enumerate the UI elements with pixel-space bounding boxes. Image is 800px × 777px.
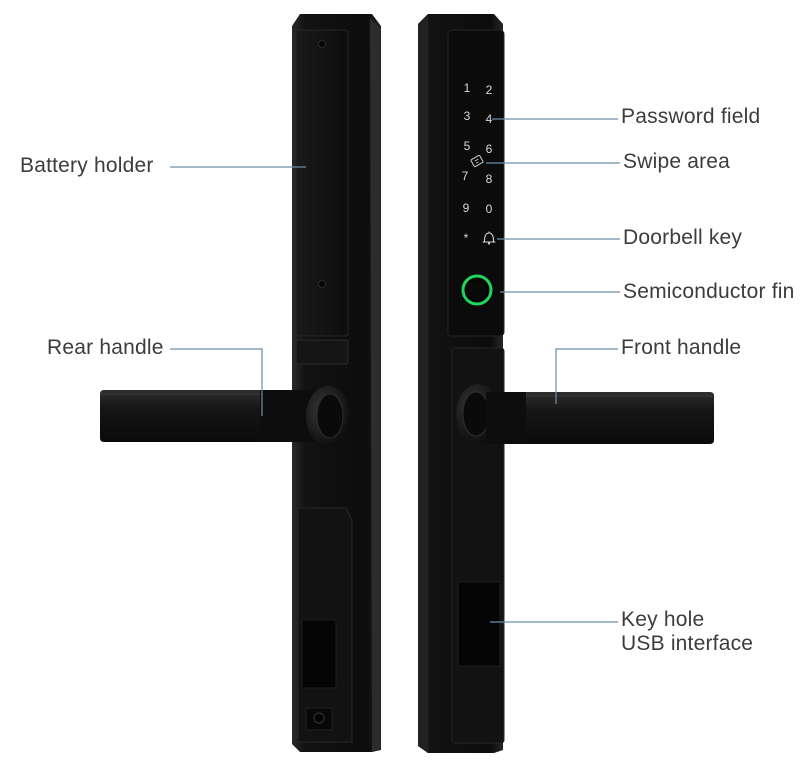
label-usb-interface: USB interface (621, 632, 754, 655)
keypad-key-8: 8 (486, 172, 493, 186)
fingerprint-sensor (461, 274, 493, 306)
keypad-key-9: 9 (463, 201, 470, 215)
keypad-key-4: 4 (486, 112, 493, 126)
keypad-panel (447, 29, 505, 337)
rear-lock-body (292, 14, 381, 752)
keypad-key-1: 1 (464, 81, 471, 95)
label-doorbell-key: Doorbell key (623, 226, 743, 249)
battery-cover (295, 29, 349, 337)
keypad-key-star: * (464, 231, 469, 245)
leader-lines (170, 118, 620, 623)
label-front-handle: Front handle (621, 336, 742, 359)
front-lock-body (418, 14, 505, 753)
bell-icon (482, 231, 496, 245)
leader-front-handle (555, 348, 618, 404)
screw-icon (318, 280, 326, 288)
keypad-key-0: 0 (486, 202, 493, 216)
keypad-key-7: 7 (462, 169, 469, 183)
keypad-key-6: 6 (486, 142, 493, 156)
label-battery-holder: Battery holder (20, 154, 154, 177)
screw-icon (318, 40, 326, 48)
leader-rear-handle (170, 348, 263, 416)
label-password-field: Password field (621, 105, 761, 128)
label-rear-handle: Rear handle (47, 336, 164, 359)
keypad-key-5: 5 (464, 139, 471, 153)
keypad-key-2: 2 (486, 83, 493, 97)
front-handle (456, 384, 714, 444)
rear-slot (301, 619, 337, 689)
keypad: 1 2 3 4 5 6 7 8 9 0 * (462, 81, 493, 245)
rear-keyhole-icon (313, 712, 325, 724)
label-key-hole: Key hole (621, 608, 705, 631)
keypad-key-3: 3 (464, 109, 471, 123)
card-icon (470, 154, 484, 168)
key-hole-usb-cover (457, 581, 501, 667)
label-semiconductor-fingerprint: Semiconductor fin (623, 280, 795, 303)
rear-handle (100, 386, 350, 446)
label-swipe-area: Swipe area (623, 150, 731, 173)
